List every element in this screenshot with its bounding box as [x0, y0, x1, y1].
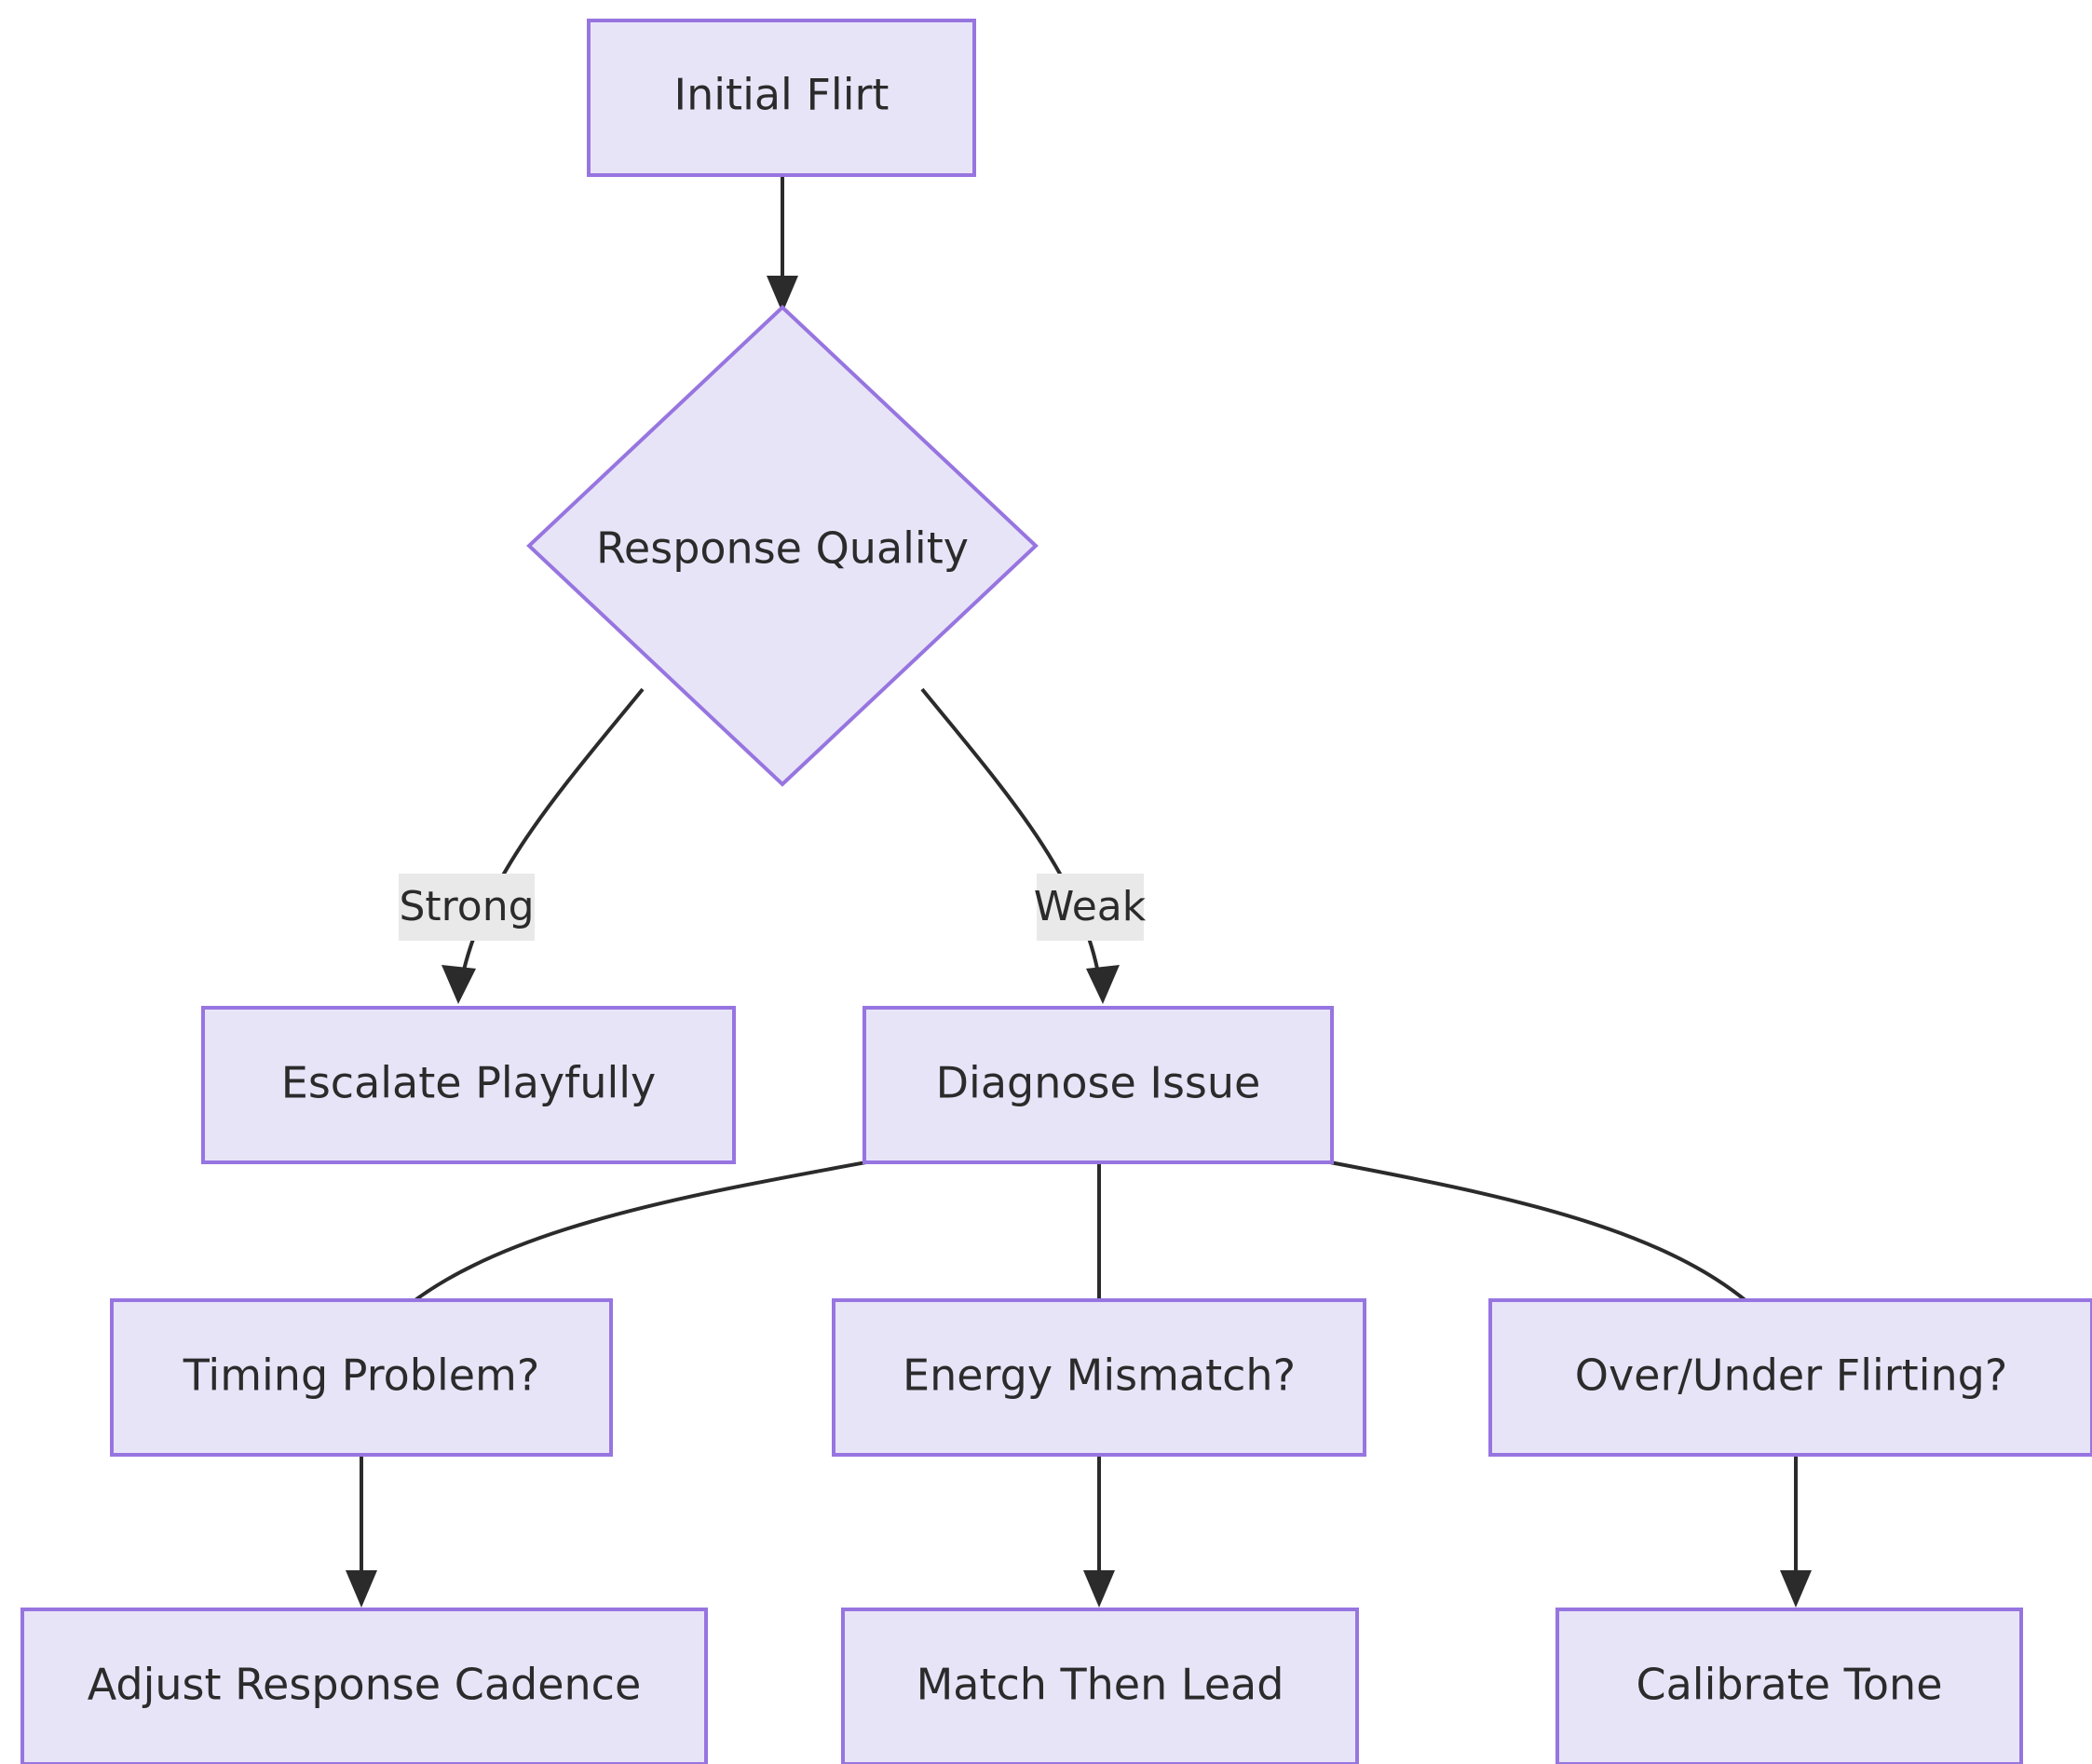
edge-response-quality-to-escalate	[441, 687, 645, 1004]
edge-label-weak: Weak	[1034, 874, 1147, 941]
edge-timing-to-cadence	[346, 1455, 377, 1608]
node-box	[832, 1298, 1366, 1457]
arrowhead-icon	[767, 276, 798, 313]
edge-response-quality-to-diagnose	[920, 687, 1120, 1004]
node-box	[201, 1006, 736, 1164]
node-label: Match Then Lead	[917, 1660, 1284, 1710]
edge-label-text: Weak	[1034, 883, 1147, 930]
node-label: Timing Problem?	[183, 1350, 540, 1401]
node-box	[863, 1006, 1334, 1164]
node-label: Energy Mismatch?	[903, 1350, 1296, 1401]
node-box	[841, 1608, 1359, 1764]
node-timing-problem[interactable]: Timing Problem?	[110, 1298, 613, 1457]
node-label: Initial Flirt	[674, 70, 890, 120]
node-adjust-response-cadence[interactable]: Adjust Response Cadence	[20, 1608, 708, 1764]
node-diagnose-issue[interactable]: Diagnose Issue	[863, 1006, 1334, 1164]
node-match-then-lead[interactable]: Match Then Lead	[841, 1608, 1359, 1764]
arrowhead-icon	[1083, 1570, 1115, 1608]
node-box	[587, 19, 976, 177]
node-calibrate-tone[interactable]: Calibrate Tone	[1555, 1608, 2023, 1764]
edge-label-background	[1037, 874, 1144, 941]
node-box	[1488, 1298, 2092, 1457]
edge-overunder-to-calibrate	[1780, 1455, 1812, 1608]
edge-initial-flirt-to-response-quality	[767, 175, 798, 313]
node-box	[1555, 1608, 2023, 1764]
node-label: Calibrate Tone	[1636, 1660, 1942, 1710]
node-label: Adjust Response Cadence	[88, 1660, 642, 1710]
node-response-quality[interactable]: Response Quality	[526, 305, 1039, 787]
node-label: Response Quality	[596, 523, 969, 574]
arrowhead-icon	[1780, 1570, 1812, 1608]
node-diamond	[526, 305, 1039, 787]
node-escalate-playfully[interactable]: Escalate Playfully	[201, 1006, 736, 1164]
arrowhead-icon	[1086, 965, 1120, 1004]
arrowhead-icon	[346, 1570, 377, 1608]
node-box	[20, 1608, 708, 1764]
node-energy-mismatch[interactable]: Energy Mismatch?	[832, 1298, 1366, 1457]
node-label: Diagnose Issue	[936, 1058, 1261, 1108]
arrowhead-icon	[441, 965, 476, 1004]
node-box	[110, 1298, 613, 1457]
node-over-under-flirting[interactable]: Over/Under Flirting?	[1488, 1298, 2092, 1457]
edge-energy-to-match-lead	[1083, 1455, 1115, 1608]
edge-label-strong: Strong	[399, 874, 535, 941]
edge-label-background	[399, 874, 535, 941]
node-label: Escalate Playfully	[281, 1058, 657, 1108]
edge-label-text: Strong	[399, 883, 534, 930]
node-initial-flirt[interactable]: Initial Flirt	[587, 19, 976, 177]
node-label: Over/Under Flirting?	[1575, 1350, 2008, 1401]
